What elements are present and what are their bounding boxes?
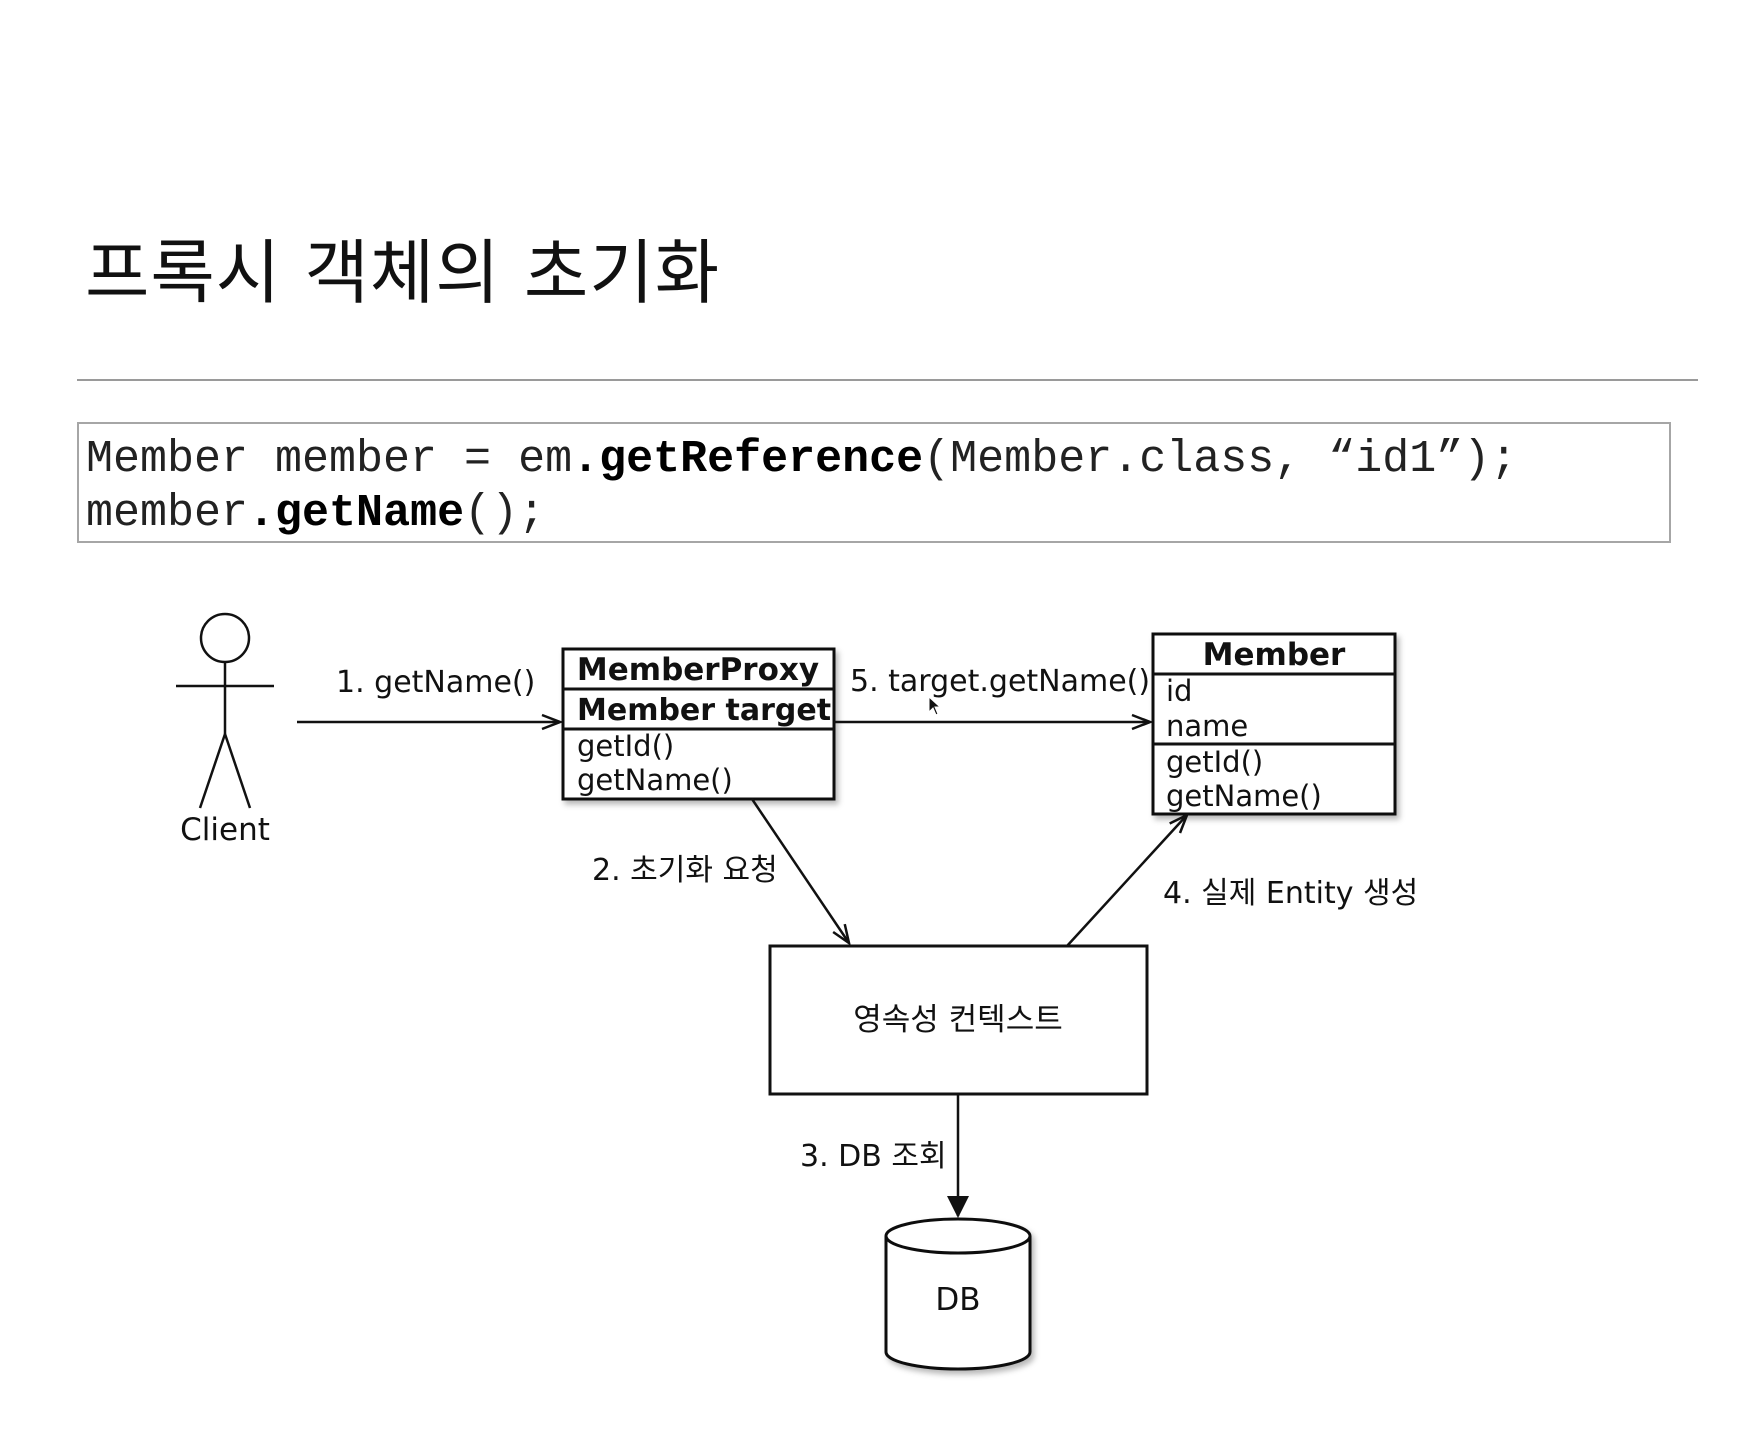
member-field: id: [1166, 674, 1192, 708]
proxy-field-target: Member target: [577, 693, 831, 728]
member-method: getId(): [1166, 745, 1263, 779]
title-divider: [77, 379, 1698, 381]
proxy-class-name: MemberProxy: [577, 652, 819, 688]
code-text: member: [86, 488, 249, 539]
slide-title: 프록시 객체의 초기화: [85, 232, 721, 314]
step-2-label: 2. 초기화 요청: [592, 853, 778, 888]
database-icon: [884, 1217, 1032, 1371]
step-5-label: 5. target.getName(): [850, 664, 1150, 699]
member-proxy-box: MemberProxy Member target getId() getNam…: [561, 647, 836, 801]
step-1-label: 1. getName(): [336, 665, 535, 700]
code-text: (Member.class, “id1”);: [923, 434, 1518, 485]
code-line-2: member.getName();: [86, 487, 1669, 541]
member-class-name: Member: [1203, 637, 1346, 673]
code-dot: .: [248, 488, 276, 539]
proxy-method: getName(): [577, 763, 733, 797]
code-dot: .: [572, 434, 600, 485]
code-block: Member member = em.getReference(Member.c…: [77, 422, 1671, 543]
arrow-init-request: [750, 798, 849, 943]
code-method-getreference: getReference: [599, 434, 924, 485]
member-method: getName(): [1166, 779, 1322, 813]
code-line-1: Member member = em.getReference(Member.c…: [86, 433, 1669, 487]
code-method-getname: getName: [275, 488, 465, 539]
client-actor-icon: [176, 612, 274, 809]
client-label: Client: [180, 812, 270, 848]
arrow-create-entity: [1066, 815, 1187, 947]
step-4-label: 4. 실제 Entity 생성: [1163, 876, 1418, 911]
code-text: Member member = em: [86, 434, 573, 485]
member-field: name: [1166, 709, 1248, 743]
persistence-context-box: 영속성 컨텍스트: [768, 944, 1149, 1096]
step-3-label: 3. DB 조회: [800, 1139, 947, 1174]
member-entity-box: Member id name getId() getName(): [1151, 632, 1397, 816]
code-text: ();: [464, 488, 546, 539]
persistence-context-label: 영속성 컨텍스트: [853, 1002, 1063, 1038]
proxy-method: getId(): [577, 729, 674, 763]
database-label: DB: [935, 1282, 980, 1318]
mouse-pointer-icon: [928, 696, 940, 716]
